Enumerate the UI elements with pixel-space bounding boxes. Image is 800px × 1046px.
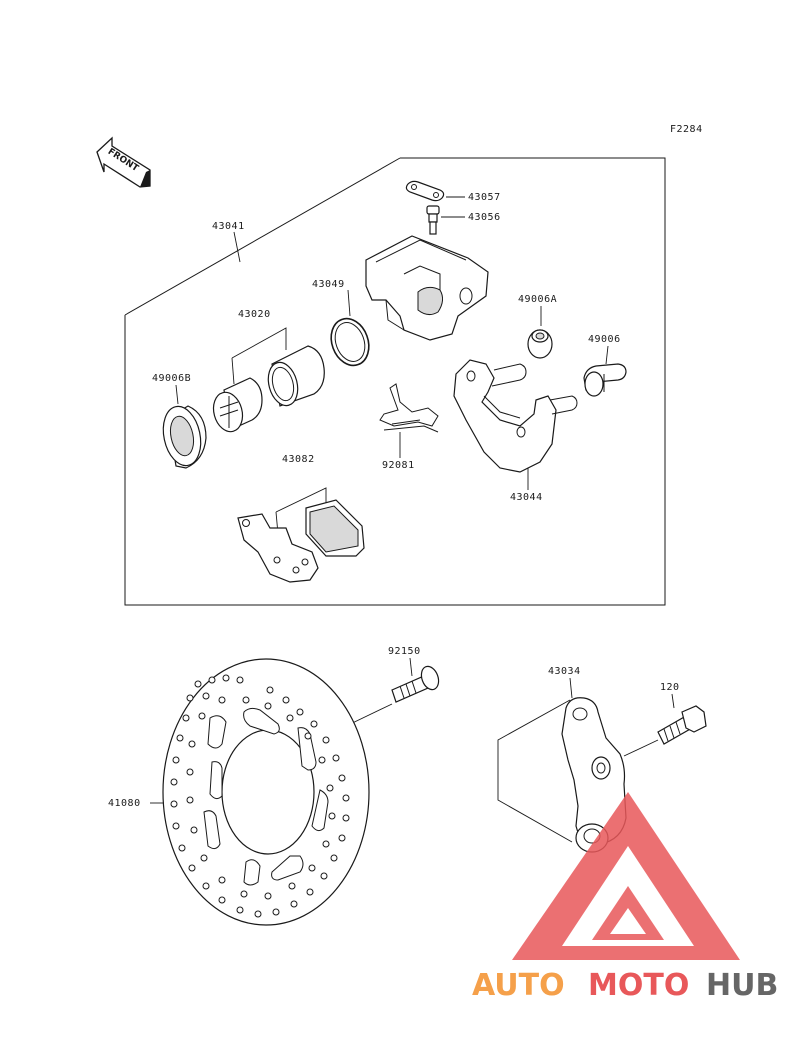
label-41080: 41080 (108, 798, 141, 809)
part-spring-92081 (379, 383, 439, 433)
label-92150: 92150 (388, 646, 421, 657)
disc-holes (170, 674, 350, 918)
part-insulator (212, 377, 263, 433)
front-arrow-icon: FRONT (96, 136, 151, 188)
part-disc-41080 (162, 658, 370, 926)
watermark-logo (512, 792, 740, 960)
label-49006b: 49006B (152, 373, 191, 384)
watermark-hub: HUB (706, 968, 778, 1003)
label-120: 120 (660, 682, 680, 693)
part-seal-43049 (330, 317, 370, 367)
part-caliper-body (365, 235, 489, 341)
label-43020: 43020 (238, 309, 271, 320)
part-bleeder-valve-43056 (426, 205, 465, 235)
label-43082: 43082 (282, 454, 315, 465)
label-43056: 43056 (468, 212, 501, 223)
part-pad-43082 (237, 499, 365, 583)
label-43034: 43034 (548, 666, 581, 677)
watermark-moto: MOTO (588, 968, 689, 1003)
part-caliper-bracket-43034 (561, 697, 627, 853)
caliper-assy-frame (124, 157, 666, 606)
part-bolt-120 (657, 705, 707, 745)
part-bracket-plate-43057 (405, 180, 465, 202)
label-92081: 92081 (382, 460, 415, 471)
part-boot-49006a (527, 329, 553, 359)
watermark-auto: AUTO (472, 968, 565, 1003)
label-43057: 43057 (468, 192, 501, 203)
part-dust-seal-49006b (162, 405, 207, 469)
part-pin-boot-49006 (583, 363, 627, 397)
figure-code: F2284 (670, 124, 703, 135)
label-43041: 43041 (212, 221, 245, 232)
part-piston-43020 (267, 345, 325, 407)
label-43049: 43049 (312, 279, 345, 290)
watermark-text: AUTO MOTO HUB (472, 968, 778, 1003)
label-43044: 43044 (510, 492, 543, 503)
label-49006a: 49006A (518, 294, 557, 305)
part-bolt-92150 (391, 665, 440, 703)
part-holder-43044 (453, 359, 578, 473)
label-49006: 49006 (588, 334, 621, 345)
